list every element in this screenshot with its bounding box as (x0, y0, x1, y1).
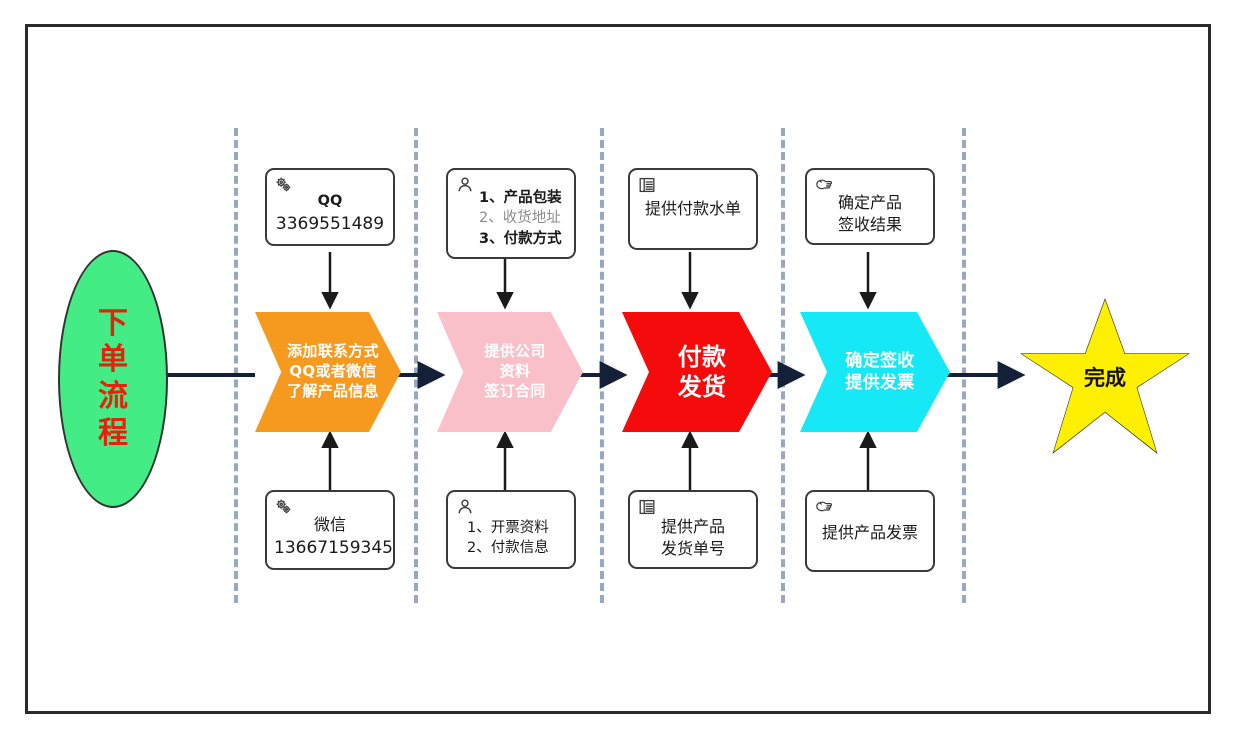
note-wechat-line2: 13667159345 (274, 537, 393, 558)
note-order-details-line3: 3、付款方式 (479, 230, 562, 247)
note-wechat-line1: 微信 (313, 515, 346, 534)
finish-star-label: 完成 (1084, 366, 1126, 390)
gears-icon (275, 498, 293, 516)
stage-1-label: 添加联系方式 QQ或者微信 了解产品信息 (287, 342, 379, 400)
lane-divider-1 (234, 128, 238, 603)
pointing-hand-icon (815, 498, 833, 516)
person-icon (456, 498, 474, 516)
note-confirm-receipt[interactable]: 确定产品 签收结果 (805, 168, 935, 246)
stage-3-label: 付款 发货 (677, 342, 727, 401)
note-qq-line1: QQ (317, 193, 343, 209)
note-confirm-receipt-line2: 签收结果 (837, 214, 902, 234)
lane-divider-5 (962, 128, 966, 603)
list-icon (638, 498, 656, 516)
note-shipping-number[interactable]: 提供产品 发货单号 (628, 490, 758, 570)
stage-4-label: 确定签收 提供发票 (845, 350, 915, 393)
note-qq[interactable]: QQ 3369551489 (265, 168, 395, 246)
note-invoice-payment[interactable]: 1、开票资料 2、付款信息 (446, 490, 576, 569)
lane-divider-4 (781, 128, 785, 603)
lane-divider-3 (600, 128, 604, 603)
note-invoice-payment-line1: 1、开票资料 (467, 520, 549, 536)
lane-divider-2 (414, 128, 418, 603)
note-order-details-line1: 1、产品包装 (479, 190, 562, 206)
note-order-details-line2: 2、收货地址 (479, 210, 561, 227)
note-payment-slip[interactable]: 提供付款水单 (628, 168, 758, 250)
note-provide-invoice[interactable]: 提供产品发票 (805, 490, 935, 572)
pointing-hand-icon (815, 176, 833, 194)
note-shipping-number-line1: 提供产品 (660, 517, 725, 536)
note-payment-slip-line1: 提供付款水单 (644, 199, 741, 218)
note-confirm-receipt-line1: 确定产品 (837, 193, 902, 212)
stage-2-label: 提供公司 资料 签订合同 (484, 342, 546, 400)
note-order-details[interactable]: 1、产品包装 2、收货地址 3、付款方式 (446, 168, 576, 259)
start-ellipse[interactable]: 下单流程 (58, 250, 168, 508)
note-provide-invoice-line1: 提供产品发票 (821, 523, 918, 542)
gears-icon (275, 176, 293, 194)
list-icon (638, 176, 656, 194)
note-invoice-payment-line2: 2、付款信息 (467, 540, 549, 557)
stage-1-chevron[interactable]: 添加联系方式 QQ或者微信 了解产品信息 (255, 312, 401, 432)
person-icon (456, 176, 474, 194)
note-qq-line2: 3369551489 (275, 213, 385, 234)
note-shipping-number-line2: 发货单号 (660, 538, 725, 558)
note-wechat[interactable]: 微信 13667159345 (265, 490, 395, 570)
start-ellipse-label: 下单流程 (98, 305, 128, 451)
